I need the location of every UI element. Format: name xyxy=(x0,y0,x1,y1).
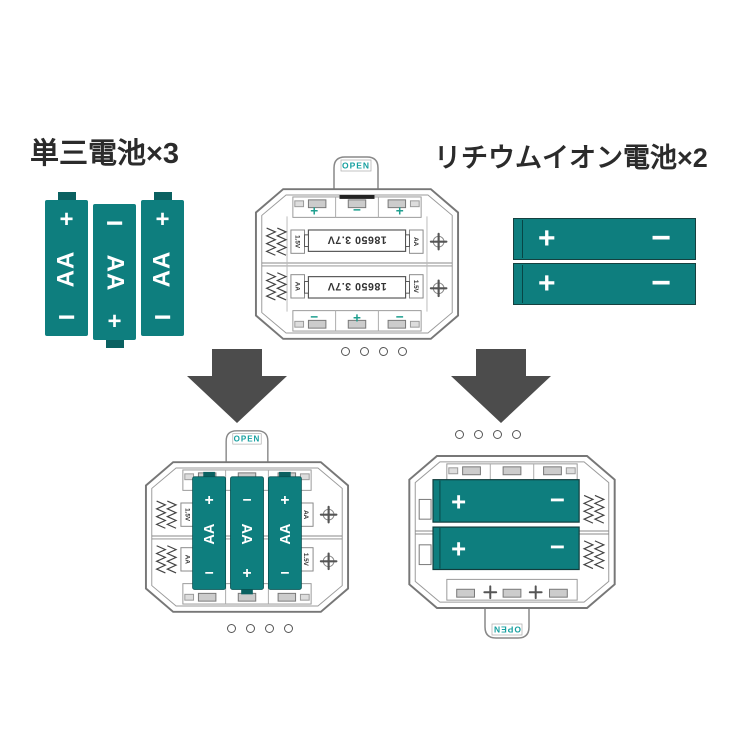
svg-text:−: − xyxy=(550,486,565,514)
aa-label: AA xyxy=(101,254,129,292)
svg-text:+: + xyxy=(242,565,251,582)
top-contact-strip: + − + xyxy=(292,195,422,218)
aa-battery-3: + AA − xyxy=(141,192,184,336)
arrow-down-icon xyxy=(187,349,287,423)
minus-label: − xyxy=(57,301,76,334)
svg-text:+: + xyxy=(451,536,466,564)
lithium-battery-2: + − xyxy=(513,263,696,305)
spring-icon xyxy=(155,500,178,574)
indicator-dots xyxy=(227,624,293,633)
svg-text:+: + xyxy=(205,492,214,509)
bottom-contact-strip: − + − xyxy=(292,309,422,332)
open-tab: OPEN xyxy=(225,430,269,464)
svg-text:AA: AA xyxy=(238,524,254,546)
minus-label: − xyxy=(651,219,671,258)
svg-text:1.5V: 1.5V xyxy=(412,280,419,294)
dot xyxy=(227,624,236,633)
svg-text:1.5V: 1.5V xyxy=(302,553,309,567)
battery-terminal-nub xyxy=(57,192,76,200)
left-contacts xyxy=(418,498,432,566)
indicator-dots xyxy=(341,347,407,356)
svg-text:+: + xyxy=(280,492,289,509)
polarity-mark-minus: − xyxy=(353,202,361,217)
svg-text:AA: AA xyxy=(278,523,294,545)
dot xyxy=(474,430,483,439)
battery-holder-with-aa: 1.5V AA AA 1.5V + AA − − AA + xyxy=(144,461,350,613)
dot xyxy=(284,624,293,633)
aa-battery-1: + AA − xyxy=(45,192,88,336)
contact-knob-icon xyxy=(429,232,448,298)
battery-terminal-nub xyxy=(105,340,124,348)
aa-label: AA xyxy=(148,250,176,288)
open-label: OPEN xyxy=(342,161,370,171)
svg-text:AA: AA xyxy=(293,282,300,292)
minus-label: − xyxy=(153,301,172,334)
battery-holder-with-lithium: + − + − xyxy=(408,454,616,610)
battery-terminal-nub xyxy=(153,192,172,200)
polarity-mark-minus: − xyxy=(396,309,404,324)
installed-aa-battery-3: + AA − xyxy=(267,471,302,590)
dot xyxy=(512,430,521,439)
bottom-contact-strip xyxy=(446,578,578,601)
minus-label: − xyxy=(105,207,124,240)
aa-battery-2: − AA + xyxy=(93,204,136,348)
minus-label: − xyxy=(651,264,671,303)
svg-text:−: − xyxy=(205,565,214,582)
battery-holder-empty: + − + − + − 1.5V AA xyxy=(254,188,460,340)
open-tab: OPEN xyxy=(333,156,379,192)
svg-text:AA: AA xyxy=(412,237,419,247)
polarity-mark-minus: − xyxy=(310,309,318,324)
svg-text:1.5V: 1.5V xyxy=(293,235,300,249)
dot xyxy=(265,624,274,633)
installed-aa-battery-2: − AA + xyxy=(230,476,264,595)
page-title-aa: 単三電池×3 xyxy=(30,138,180,170)
dot xyxy=(379,347,388,356)
holder-case-outline xyxy=(254,188,460,340)
cell-slot-label: 18650 3.7V xyxy=(327,280,387,292)
plus-label: + xyxy=(155,206,170,233)
lithium-battery-1: + − xyxy=(513,218,696,260)
dot xyxy=(493,430,502,439)
open-label: OPEN xyxy=(493,625,521,635)
page-title-lithium: リチウムイオン電池×2 xyxy=(434,143,708,173)
svg-text:−: − xyxy=(242,492,251,509)
indicator-dots xyxy=(455,430,521,439)
svg-text:AA: AA xyxy=(302,510,309,520)
svg-text:AA: AA xyxy=(183,555,190,565)
dot xyxy=(398,347,407,356)
dot xyxy=(360,347,369,356)
cell-slot-2: 18650 3.7V xyxy=(304,276,410,299)
open-label: OPEN xyxy=(234,435,261,444)
dot xyxy=(455,430,464,439)
installed-lithium-battery-2: + − xyxy=(432,526,580,571)
plus-label: + xyxy=(59,206,74,233)
dot xyxy=(341,347,350,356)
spring-icon xyxy=(265,227,288,301)
open-tab-rotated: OPEN xyxy=(484,603,530,639)
spring-icon xyxy=(582,494,606,570)
dot xyxy=(246,624,255,633)
polarity-mark-plus: + xyxy=(310,203,318,218)
arrow-down-icon xyxy=(451,349,551,423)
side-labels: 1.5V AA AA 1.5V xyxy=(290,229,424,299)
plus-label: + xyxy=(538,222,556,255)
cell-slot-label: 18650 3.7V xyxy=(327,233,387,245)
polarity-mark-plus: + xyxy=(396,203,404,218)
installed-lithium-battery-1: + − xyxy=(432,479,580,523)
svg-text:−: − xyxy=(280,565,289,582)
installed-aa-battery-1: + AA − xyxy=(192,471,227,590)
contact-knob-icon xyxy=(483,585,498,600)
contact-knob-icon xyxy=(528,585,543,600)
svg-text:AA: AA xyxy=(202,523,218,545)
plus-label: + xyxy=(538,267,556,300)
aa-label: AA xyxy=(52,250,80,288)
cell-slot-1: 18650 3.7V xyxy=(304,229,410,252)
svg-text:−: − xyxy=(550,534,565,562)
polarity-mark-plus: + xyxy=(353,310,361,325)
svg-text:1.5V: 1.5V xyxy=(183,508,190,522)
svg-text:+: + xyxy=(451,488,466,516)
contact-knob-icon xyxy=(319,505,338,571)
plus-label: + xyxy=(107,308,122,335)
